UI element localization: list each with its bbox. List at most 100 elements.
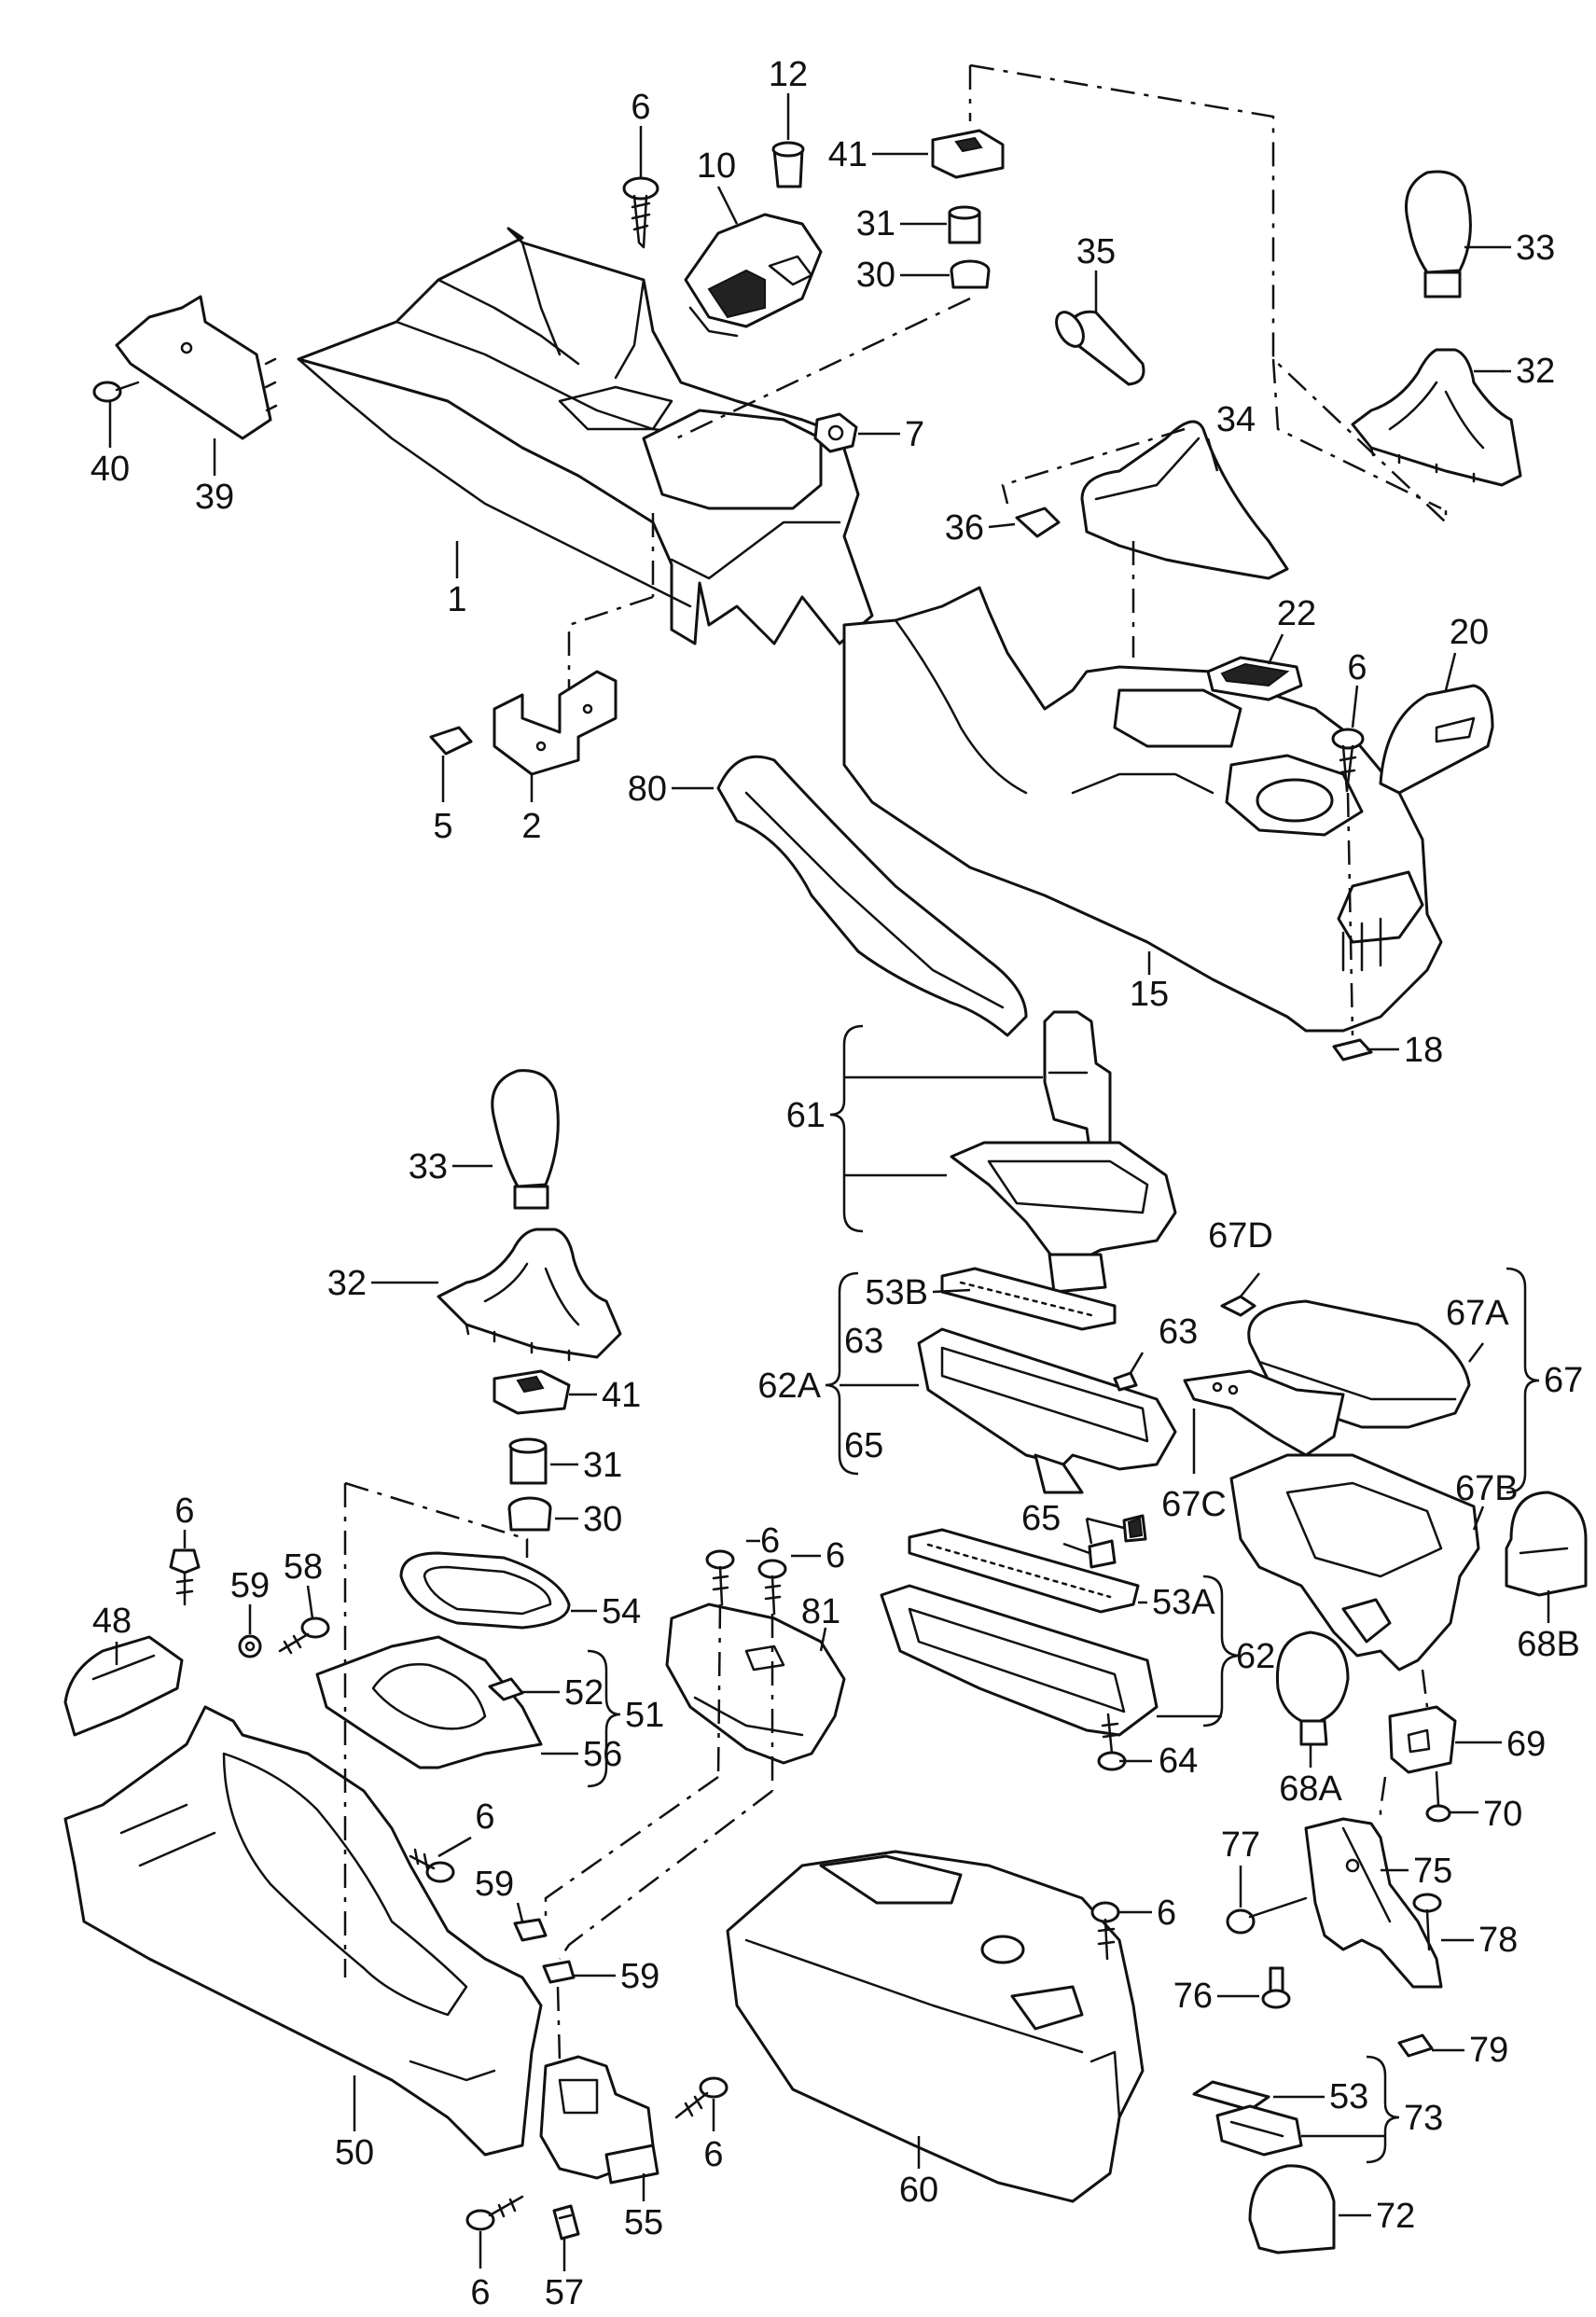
part-62-tray <box>880 1584 1159 1737</box>
part-63-clip <box>1113 1371 1138 1392</box>
part-59-clip-b <box>542 1960 576 1984</box>
part-77-bolt <box>1226 1896 1308 1935</box>
part-30-ring-top <box>950 259 991 289</box>
label-60: 60 <box>899 2171 938 2210</box>
label-6: 6 <box>1157 1894 1176 1933</box>
part-6-screw-e <box>757 1559 787 1616</box>
part-32-boot-mid <box>437 1228 622 1362</box>
part-80-trim <box>716 755 1028 1037</box>
label-6: 6 <box>703 2135 723 2174</box>
part-6-screw-i <box>1090 1901 1120 1961</box>
part-6-screw-f <box>409 1848 455 1883</box>
label-62: 62 <box>1236 1637 1275 1676</box>
label-67D: 67D <box>1208 1216 1273 1256</box>
part-10-tray-insert <box>684 213 823 338</box>
label-48: 48 <box>92 1602 132 1641</box>
label-31: 31 <box>583 1446 622 1485</box>
label-35: 35 <box>1076 232 1116 271</box>
part-39-bracket <box>115 295 278 440</box>
label-34: 34 <box>1216 400 1256 439</box>
part-72-cap <box>1248 2164 1336 2255</box>
label-33: 33 <box>409 1147 448 1186</box>
part-67-armrest <box>1229 1299 1480 1672</box>
part-61-holder <box>1043 1010 1112 1163</box>
label-5: 5 <box>433 807 452 846</box>
label-30: 30 <box>856 256 895 295</box>
leader-lines <box>108 93 1550 2271</box>
label-59: 59 <box>620 1957 659 1996</box>
label-2: 2 <box>521 807 541 846</box>
label-10: 10 <box>697 146 736 186</box>
label-52: 52 <box>564 1673 604 1713</box>
part-67C-hinge <box>1183 1369 1345 1457</box>
part-31-bush-mid <box>508 1437 548 1485</box>
label-20: 20 <box>1450 613 1489 652</box>
part-30-ring-mid <box>507 1496 552 1532</box>
label-64: 64 <box>1159 1741 1198 1781</box>
part-58-screw <box>278 1616 330 1655</box>
label-40: 40 <box>90 450 130 489</box>
label-36: 36 <box>945 508 984 548</box>
label-62A: 62A <box>757 1367 821 1406</box>
part-48-cover <box>63 1635 184 1737</box>
part-53A-mat <box>908 1528 1140 1614</box>
part-75-support <box>1304 1817 1443 1989</box>
part-57-clip <box>552 2204 580 2241</box>
label-12: 12 <box>769 55 808 94</box>
label-70: 70 <box>1483 1795 1522 1834</box>
label-41: 41 <box>602 1376 641 1415</box>
label-15: 15 <box>1130 975 1169 1014</box>
label-80: 80 <box>628 770 667 809</box>
part-68B-cover <box>1505 1491 1588 1597</box>
part-15-rear-console <box>842 586 1443 1033</box>
label-56: 56 <box>583 1735 622 1774</box>
label-6: 6 <box>470 2273 490 2312</box>
label-68A: 68A <box>1279 1769 1342 1809</box>
callout-labels: 6 12 10 41 31 30 7 1 39 40 5 2 80 35 34 … <box>90 55 1583 2312</box>
label-77: 77 <box>1221 1825 1260 1865</box>
part-41-cap-mid <box>493 1369 571 1415</box>
part-56-trim <box>315 1635 543 1769</box>
label-53: 53 <box>1329 2077 1368 2116</box>
label-51: 51 <box>625 1696 664 1735</box>
label-7: 7 <box>905 415 924 454</box>
label-69: 69 <box>1506 1725 1546 1764</box>
label-75: 75 <box>1413 1852 1452 1891</box>
part-73-box <box>1215 2104 1303 2157</box>
part-34-cover <box>1080 420 1289 580</box>
part-61-tray <box>950 1141 1177 1294</box>
label-18: 18 <box>1404 1031 1443 1070</box>
label-6: 6 <box>174 1491 194 1531</box>
part-54-frame <box>399 1551 571 1630</box>
label-59: 59 <box>475 1865 514 1904</box>
part-20-cover <box>1379 684 1494 795</box>
part-70-bolt <box>1425 1770 1451 1823</box>
label-67B: 67B <box>1455 1469 1519 1508</box>
label-53A: 53A <box>1152 1583 1215 1622</box>
part-7-nut <box>813 412 858 453</box>
label-58: 58 <box>284 1547 323 1587</box>
part-40-clip <box>92 381 140 403</box>
label-32: 32 <box>1516 352 1555 391</box>
part-6-screw-b <box>1331 728 1365 793</box>
label-6: 6 <box>1347 648 1367 687</box>
label-50: 50 <box>335 2133 374 2172</box>
part-62A-tray <box>917 1327 1177 1494</box>
part-68A-knob <box>1275 1630 1350 1746</box>
part-76-bolt <box>1261 1966 1291 2009</box>
part-35-handle <box>1055 310 1145 386</box>
part-5-clip <box>429 726 473 756</box>
part-33-knob-top <box>1405 170 1472 298</box>
part-6-screw-c <box>169 1548 201 1606</box>
label-22: 22 <box>1277 594 1316 633</box>
part-50-console <box>63 1705 543 2157</box>
part-33-knob-mid <box>491 1069 560 1210</box>
label-68B: 68B <box>1517 1625 1580 1664</box>
part-41-cap-top <box>931 129 1005 179</box>
label-67A: 67A <box>1446 1294 1509 1333</box>
part-6-screw-h <box>465 2195 524 2231</box>
label-78: 78 <box>1478 1921 1518 1960</box>
label-33: 33 <box>1516 229 1555 268</box>
label-30: 30 <box>583 1500 622 1539</box>
